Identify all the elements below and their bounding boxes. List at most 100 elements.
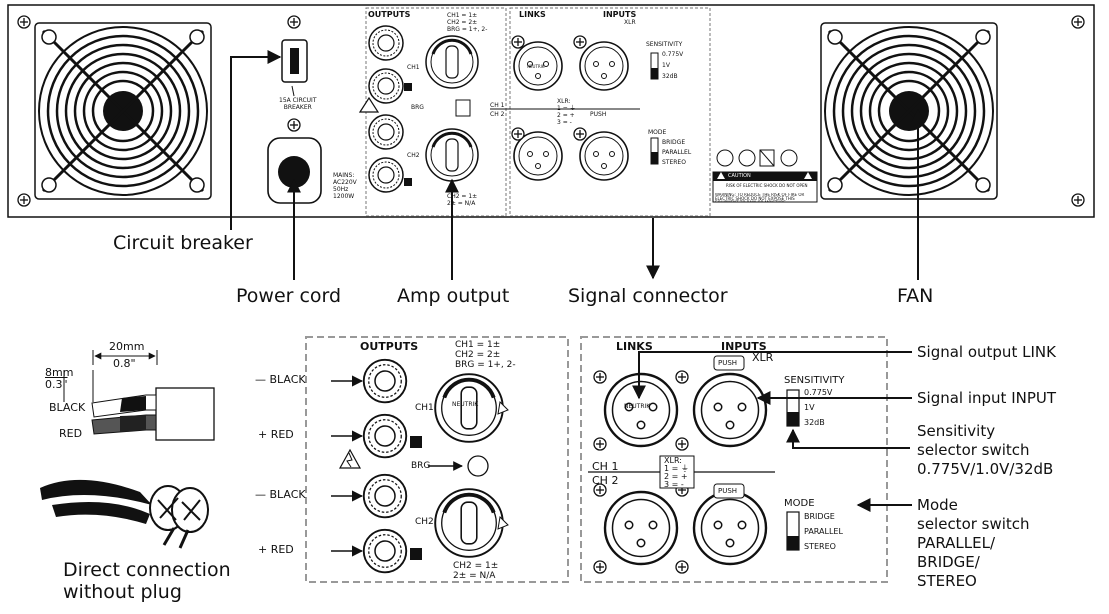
callout-circuit-breaker: Circuit breaker [113, 232, 253, 254]
left-fan-guard [33, 21, 213, 201]
binding-post-ch2-neg-icon[interactable] [362, 473, 408, 519]
link-xlr-detail-ch2[interactable] [603, 490, 679, 566]
mode-slider-knob[interactable] [787, 536, 799, 550]
red-wire-label: RED [59, 427, 83, 440]
mode-value: PARALLEL [662, 149, 692, 156]
sensitivity-value: 0.775V [662, 51, 684, 58]
jack-screw-icon [511, 127, 525, 141]
mode-label: MODE [648, 129, 667, 136]
output-detail [305, 336, 569, 583]
push-label: PUSH [590, 111, 607, 118]
ch1-plus-red: + RED [258, 428, 294, 441]
detail-sens-value: 32dB [804, 418, 825, 427]
jack-screw-icon [573, 127, 587, 141]
input-detail [580, 336, 888, 583]
jack-screw-icon [593, 560, 607, 574]
mode-value: STEREO [662, 159, 686, 166]
pin-assignment-top: CH1 = 1± CH2 = 2± BRG = 1+, 2- [447, 12, 488, 33]
power-cord-icon [278, 156, 310, 188]
sensitivity-label: SENSITIVITY [646, 41, 683, 48]
binding-post-ch1-neg-icon[interactable] [362, 358, 408, 404]
detail-push-label: PUSH [718, 359, 738, 367]
arrow-circuit-breaker [230, 50, 282, 230]
detail-push-label-2: PUSH [718, 487, 738, 495]
link-xlr-detail-ch1[interactable] [603, 372, 679, 448]
jack-screw-icon [675, 437, 689, 451]
corner-screw-icon [17, 15, 31, 29]
pin-assignment-bottom: CH2 = 1± 2± = N/A [447, 193, 478, 207]
binding-post-ch1-pos-icon[interactable] [362, 413, 408, 459]
detail-inputs-title: INPUTS [721, 340, 767, 353]
brg-lamp-icon [467, 455, 489, 477]
binding-post-icon[interactable] [368, 114, 404, 150]
ch2-line-label: CH 2 [490, 111, 505, 118]
binding-post-icon[interactable] [368, 68, 404, 104]
speakon-ch1-detail[interactable] [433, 372, 505, 444]
corner-screw-icon [17, 193, 31, 207]
inputs-area [509, 7, 711, 217]
input-xlr-ch2-connector[interactable] [579, 131, 629, 181]
detail-outputs-title: OUTPUTS [360, 340, 419, 353]
outputs-panel-title: OUTPUTS [368, 10, 411, 19]
speakon-ch2-connector[interactable] [424, 127, 480, 183]
compliance-icons [716, 149, 798, 167]
detail-mode-value: BRIDGE [804, 512, 835, 521]
brg-indicator [455, 99, 471, 117]
mains-rating-label: MAINS: AC220V 50Hz 1200W [333, 172, 357, 200]
push-release-tab[interactable] [713, 355, 745, 371]
panel-screw-icon [287, 118, 301, 132]
detail-pin-top: CH1 = 1± CH2 = 2± BRG = 1+, 2- [455, 340, 516, 370]
input-xlr-detail-ch2[interactable] [692, 490, 768, 566]
push-release-tab[interactable] [713, 483, 745, 499]
caution-text: RISK OF ELECTRIC SHOCK DO NOT OPEN [726, 183, 808, 188]
strip-length-mm: 8mm [45, 366, 74, 379]
speakon-ch1-connector[interactable] [424, 34, 480, 90]
breaker-rating-label: 15A CIRCUIT BREAKER [279, 97, 317, 111]
jack-screw-icon [511, 35, 525, 49]
ch2-label: CH2 [407, 152, 420, 159]
input-detail-frame [580, 336, 888, 583]
high-voltage-warning-icon [338, 448, 362, 469]
callout-sensitivity-switch: Sensitivity selector switch 0.775V/1.0V/… [917, 422, 1054, 478]
jack-screw-icon [675, 560, 689, 574]
binding-post-ch2-pos-icon[interactable] [362, 528, 408, 574]
callout-mode-switch: Mode selector switch PARALLEL/ BRIDGE/ S… [917, 496, 1030, 590]
wire-length-in: 0.8" [113, 357, 136, 370]
speakon-ch2-detail[interactable] [433, 487, 505, 559]
sensitivity-value: 32dB [662, 73, 678, 80]
callout-fan: FAN [897, 285, 934, 307]
strip-length-in: 0.3" [45, 378, 68, 391]
wire-length-mm: 20mm [109, 340, 145, 353]
rear-panel [7, 4, 1095, 218]
detail-brg-label: BRG [411, 461, 431, 471]
breaker-toggle[interactable] [290, 48, 299, 74]
xlr-pin-legend-box [659, 455, 695, 489]
binding-post-icon[interactable] [368, 25, 404, 61]
black-wire-label: BLACK [49, 401, 86, 414]
neutrik-brand: NEUTRIK [452, 401, 479, 408]
panel-screw-icon [287, 15, 301, 29]
detail-pin-bottom: CH2 = 1± 2± = N/A [453, 561, 499, 581]
detail-mode-value: STEREO [804, 542, 836, 551]
mode-value: BRIDGE [662, 139, 686, 146]
output-detail-frame [305, 336, 569, 583]
ch1-label: CH1 [407, 64, 420, 71]
brg-label: BRG [411, 104, 424, 111]
ch2-minus-black: — BLACK [255, 488, 306, 501]
links-panel-title: LINKS [519, 10, 546, 19]
binding-post-icon[interactable] [368, 157, 404, 193]
sensitivity-value: 1V [662, 62, 670, 69]
panel-callout-arrows [230, 50, 925, 280]
detail-ch2-label: CH2 [415, 517, 434, 527]
corner-screw-icon [1071, 15, 1085, 29]
input-xlr-ch1-connector[interactable] [579, 41, 629, 91]
inputs-panel-title: INPUTS [603, 10, 637, 19]
sensitivity-slider-knob[interactable] [787, 412, 799, 426]
callout-signal-output-link: Signal output LINK [917, 343, 1056, 361]
shock-warning-icon [358, 96, 380, 113]
input-xlr-detail-ch1[interactable] [692, 372, 768, 448]
callout-amp-output: Amp output [397, 285, 510, 307]
detail-callout-arrows [632, 351, 912, 512]
callout-signal-connector: Signal connector [568, 285, 728, 307]
detail-ch1-line-label: CH 1 [592, 460, 619, 473]
